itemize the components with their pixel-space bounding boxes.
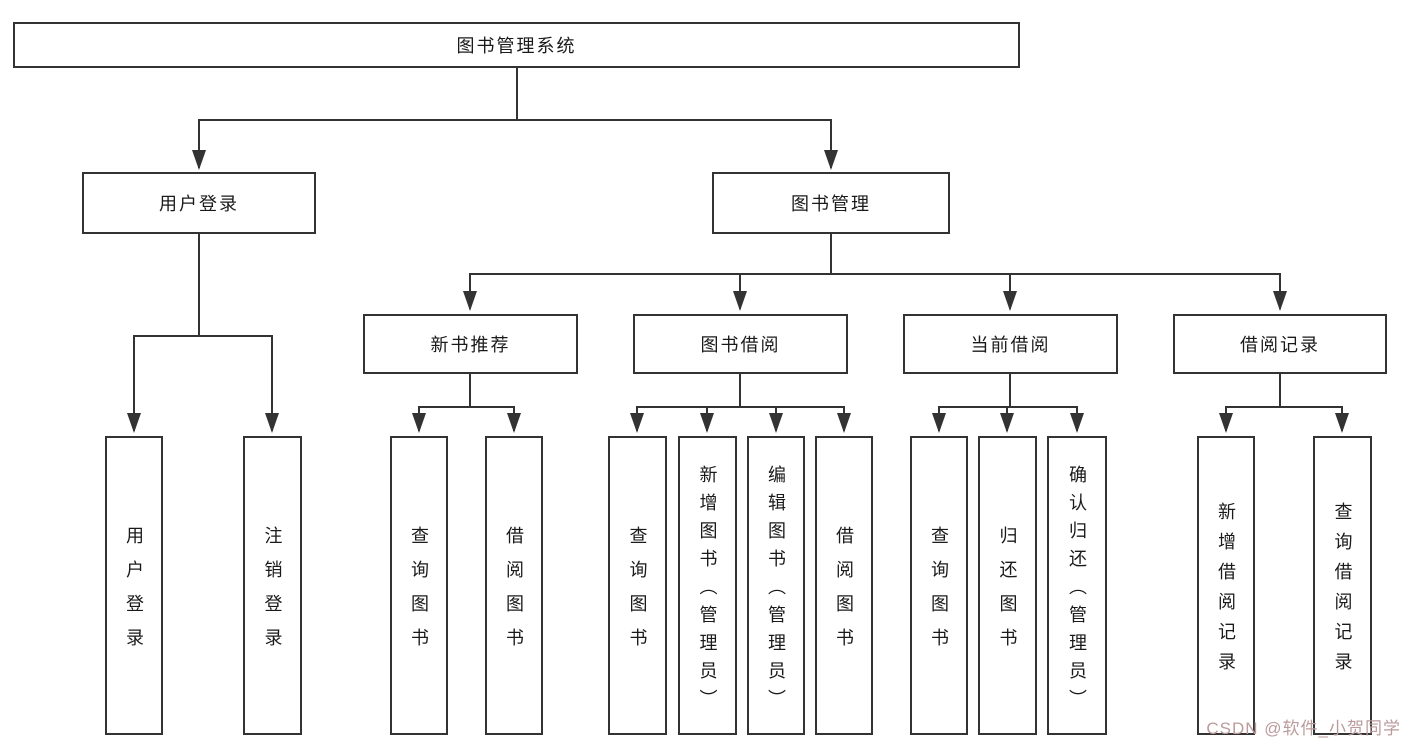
node-book-management: 图书管理	[712, 172, 950, 234]
node-new-book-recommendation: 新书推荐	[363, 314, 578, 374]
leaf-logout: 注销登录	[243, 436, 302, 735]
leaf-query-books-current: 查询图书	[910, 436, 968, 735]
leaf-label: 确认归还（管理员）	[1067, 464, 1087, 717]
leaf-confirm-return-admin: 确认归还（管理员）	[1047, 436, 1107, 735]
leaf-user-login: 用户登录	[105, 436, 163, 735]
leaf-query-books-borrowing: 查询图书	[608, 436, 667, 735]
node-borrowing-records: 借阅记录	[1173, 314, 1387, 374]
node-label: 图书借阅	[700, 335, 781, 355]
leaf-label: 用户登录	[124, 525, 144, 662]
leaf-label: 编辑图书（管理员）	[766, 464, 786, 717]
leaf-label: 新增借阅记录	[1216, 501, 1236, 682]
node-label: 当前借阅	[970, 335, 1051, 355]
node-label: 新书推荐	[430, 335, 511, 355]
node-label: 借阅记录	[1240, 335, 1320, 355]
leaf-label: 查询图书	[409, 525, 429, 662]
node-book-borrowing: 图书借阅	[633, 314, 848, 374]
leaf-label: 注销登录	[262, 525, 283, 662]
leaf-return-books: 归还图书	[978, 436, 1037, 735]
leaf-query-borrow-record: 查询借阅记录	[1313, 436, 1372, 735]
node-label: 用户登录	[159, 194, 239, 214]
leaf-label: 新增图书（管理员）	[697, 464, 718, 717]
csdn-watermark: CSDN @软件_小贺同学	[1206, 719, 1401, 738]
node-user-login: 用户登录	[82, 172, 316, 234]
node-label: 图书管理系统	[456, 36, 577, 56]
leaf-add-books-admin: 新增图书（管理员）	[678, 436, 737, 735]
node-label: 图书管理	[791, 194, 871, 214]
leaf-label: 查询借阅记录	[1332, 501, 1353, 682]
leaf-label: 借阅图书	[504, 525, 524, 662]
leaf-label: 查询图书	[627, 525, 648, 662]
leaf-borrow-books: 借阅图书	[815, 436, 873, 735]
leaf-label: 归还图书	[997, 525, 1018, 662]
leaf-label: 借阅图书	[834, 525, 854, 662]
leaf-add-borrow-record: 新增借阅记录	[1197, 436, 1255, 735]
node-current-borrowing: 当前借阅	[903, 314, 1118, 374]
node-library-management-system: 图书管理系统	[13, 22, 1020, 68]
leaf-query-books-recommend: 查询图书	[390, 436, 448, 735]
leaf-edit-books-admin: 编辑图书（管理员）	[747, 436, 805, 735]
leaf-borrow-books-recommend: 借阅图书	[485, 436, 543, 735]
leaf-label: 查询图书	[929, 525, 949, 662]
